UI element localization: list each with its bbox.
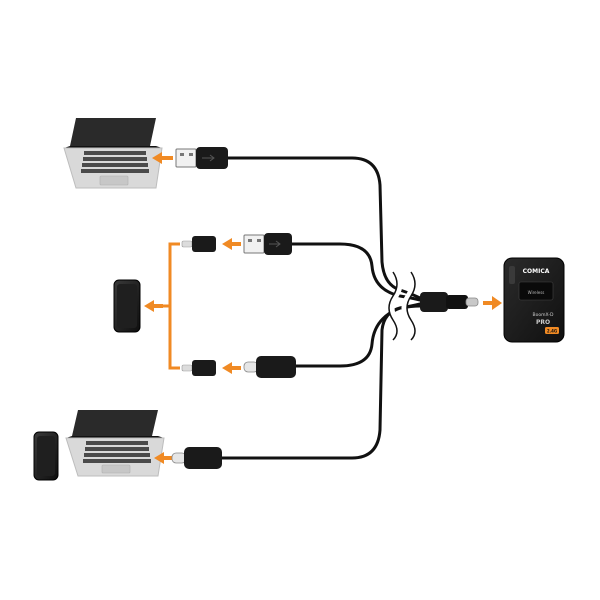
smartphone-icon [33,431,59,481]
device-screen-text: Wireless [528,290,545,295]
smartphone-icon [113,279,141,333]
orange-arrow-icon [222,362,241,374]
usb-c-plug-icon [171,447,222,469]
device-usb-c-plug [420,292,479,312]
branch-bracket [162,242,180,370]
device-model-line2: PRO [536,319,550,326]
orange-arrow-icon [144,300,163,312]
laptop-icon [63,118,163,189]
device-brand: COMICA [523,268,550,275]
usb-c-plug-icon [243,356,296,378]
receiver-device: COMICA Wireless BoomX-D PRO 2.4G [503,257,565,343]
usb-a-plug-icon [175,147,228,169]
cable-to-laptop-bottom [220,304,422,460]
device-badge [545,327,559,334]
lightning-adapter-icon [181,236,216,252]
usb-a-plug-icon [243,233,292,255]
device-screen [518,281,554,301]
orange-arrow-icon [152,152,173,164]
orange-arrow-icon [483,296,502,310]
cable-break-marks [389,270,415,342]
laptop-icon [65,410,165,477]
lightning-adapter-icon [181,360,216,376]
device-badge-text: 2.4G [547,329,557,334]
orange-arrow-icon [154,452,173,464]
orange-arrow-icon [222,238,241,250]
device-model-line1: BoomX-D [533,312,554,318]
cable-to-laptop-top [226,156,422,300]
